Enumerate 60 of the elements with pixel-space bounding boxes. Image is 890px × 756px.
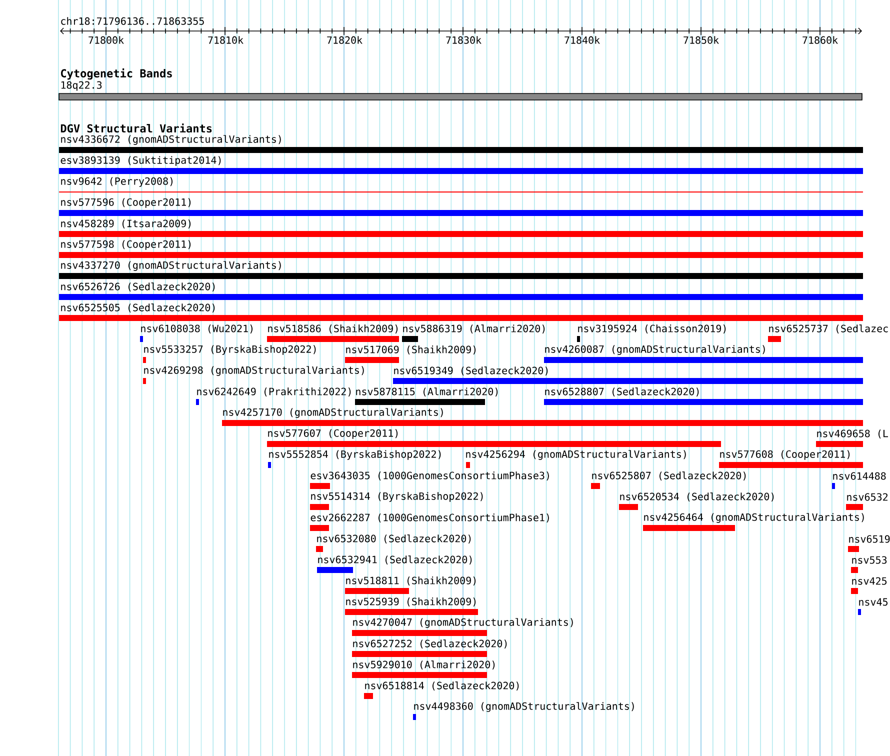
tick-label: 71860k xyxy=(802,36,838,44)
variant-label: nsv5552854 (ByrskaBishop2022) xyxy=(269,450,441,460)
variant-label: nsv6519349 (Sedlazeck2020) xyxy=(394,366,548,376)
variant-label: nsv6520534 (Sedlazeck2020) xyxy=(620,492,774,502)
variant-label: nsv3195924 (Chaisson2019) xyxy=(578,324,726,334)
variant-label: nsv458289 (Itsara2009) xyxy=(61,220,191,228)
tick-label: 71800k xyxy=(88,36,124,44)
variant-label: nsv6532941 (Sedlazeck2020) xyxy=(318,556,472,564)
tick-label: 71810k xyxy=(208,36,244,44)
variant-label: nsv5533257 (ByrskaBishop2022) xyxy=(144,345,316,355)
variant-label: nsv518586 (Shaikh2009) xyxy=(268,324,398,334)
band-label: 18q22.3 xyxy=(61,81,102,91)
variant-label: nsv6532080 (Sedlazeck2020) xyxy=(317,534,471,544)
variant-label: nsv577598 (Cooper2011) xyxy=(61,240,191,250)
variant-label: nsv425 xyxy=(852,577,887,585)
variant-label: nsv6528807 (Sedlazeck2020) xyxy=(545,388,699,396)
variant-label: nsv5514314 (ByrskaBishop2022) xyxy=(311,492,483,502)
variant-label: nsv525939 (Shaikh2009) xyxy=(346,598,476,606)
variant-label: nsv553 xyxy=(852,556,887,564)
variant-label: nsv6525737 (Sedlazec xyxy=(769,324,888,334)
tick-label: 71830k xyxy=(446,36,482,44)
variant-label: nsv6518814 (Sedlazeck2020) xyxy=(365,682,519,690)
variant-label: nsv577608 (Cooper2011) xyxy=(720,450,850,460)
variant-label: nsv6526726 (Sedlazeck2020) xyxy=(61,282,215,292)
variant-label: nsv5929010 (Almarri2020) xyxy=(353,660,495,670)
location-label: chr18:71796136..71863355 xyxy=(61,17,204,25)
variant-label: nsv4257170 (gnomADStructuralVariants) xyxy=(223,408,443,418)
variant-label: nsv6242649 (Prakrithi2022) xyxy=(197,388,351,396)
variant-label: nsv4256294 (gnomADStructuralVariants) xyxy=(466,450,686,460)
variant-label: esv3893139 (Suktitipat2014) xyxy=(60,156,221,166)
variant-label: nsv577607 (Cooper2011) xyxy=(268,429,398,439)
variant-label: nsv614488 xyxy=(833,472,886,480)
variant-label: nsv517069 (Shaikh2009) xyxy=(346,346,476,354)
variant-label: nsv4270047 (gnomADStructuralVariants) xyxy=(353,618,573,628)
variant-label: nsv5886319 (Almarri2020) xyxy=(403,324,545,334)
variant-label: esv2662287 (1000GenomesConsortiumPhase1) xyxy=(310,514,549,522)
variant-label: nsv5878115 (Almarri2020) xyxy=(356,388,498,396)
variant-label: nsv4337270 (gnomADStructuralVariants) xyxy=(61,261,281,271)
variant-label: nsv6532 xyxy=(847,493,888,501)
variant-label: esv3643035 (1000GenomesConsortiumPhase3) xyxy=(310,472,549,480)
tick-label: 71820k xyxy=(327,36,362,44)
variant-label: nsv4260087 (gnomADStructuralVariants) xyxy=(545,345,765,355)
variant-label: nsv45 xyxy=(859,598,888,606)
variant-label: nsv4256464 (gnomADStructuralVariants) xyxy=(644,513,864,523)
variant-label: nsv469658 (L xyxy=(817,430,888,438)
variant-label: nsv518811 (Shaikh2009) xyxy=(346,576,476,586)
variant-label: nsv6527252 (Sedlazeck2020) xyxy=(353,640,507,648)
tick-label: 71850k xyxy=(684,36,719,44)
variant-label: nsv4498360 (gnomADStructuralVariants) xyxy=(414,702,634,712)
variant-label: nsv577596 (Cooper2011) xyxy=(61,198,191,208)
variant-label: nsv6525807 (Sedlazeck2020) xyxy=(592,472,746,480)
track-heading: Cytogenetic Bands xyxy=(61,68,172,80)
tick-label: 71840k xyxy=(564,36,600,44)
variant-label: nsv4336672 (gnomADStructuralVariants) xyxy=(61,135,281,145)
variant-label: nsv9642 (Perry2008) xyxy=(61,177,172,187)
track-heading: DGV Structural Variants xyxy=(60,123,212,133)
variant-label: nsv6519 xyxy=(849,535,890,543)
variant-label: nsv4269298 (gnomADStructuralVariants) xyxy=(144,366,364,376)
variant-label: nsv6525505 (Sedlazeck2020) xyxy=(61,304,215,312)
variant-label: nsv6108038 (Wu2021) xyxy=(141,324,252,334)
